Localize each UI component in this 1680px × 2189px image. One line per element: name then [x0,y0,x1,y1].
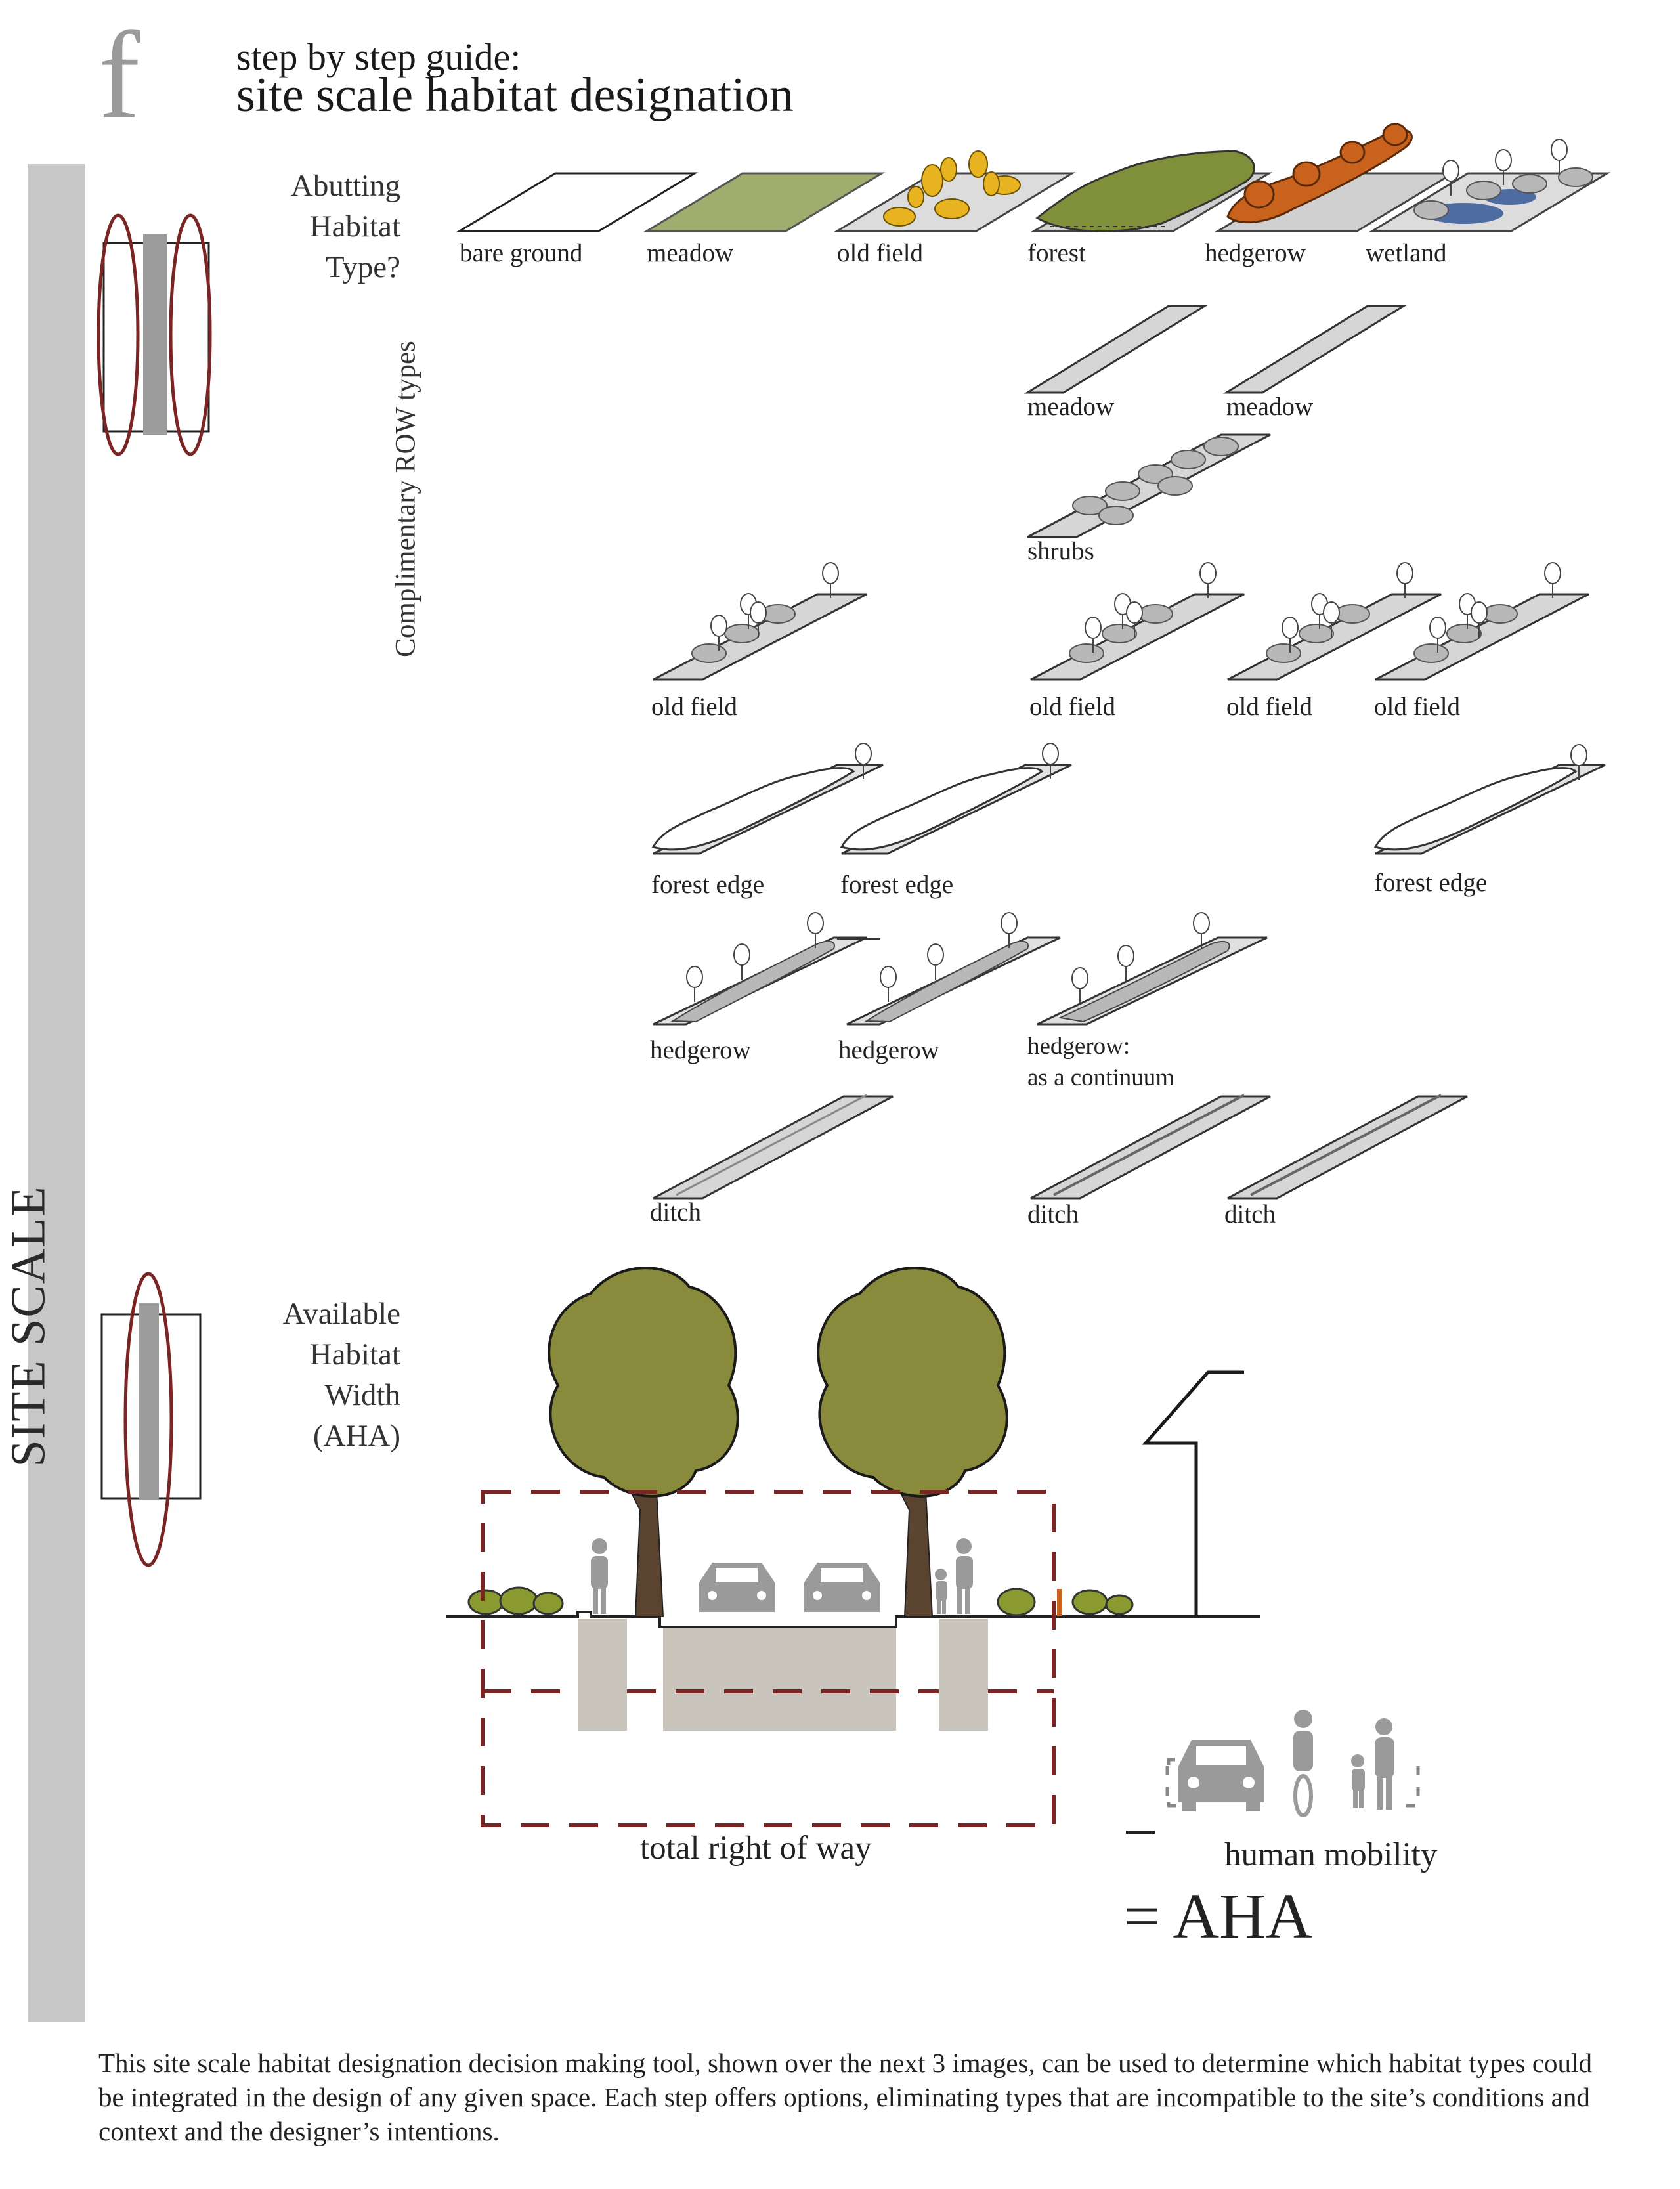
row-label-meadow: meadow [1027,393,1115,421]
aha-result: = AHA [1124,1881,1312,1952]
car-icon [699,1563,775,1612]
row-strip-old-field [1375,562,1589,681]
total-right-of-way-label: total right of way [640,1830,872,1867]
abutting-tile-meadow [643,172,886,232]
page-letter: f [98,7,140,144]
abutting-tile-hedgerow [1214,123,1457,232]
row-label-hedgerow: hedgerow [650,1036,751,1064]
row-strip-forest-edge [651,743,884,855]
abutting-label-forest: forest [1027,239,1086,267]
row-label-ditch: ditch [1224,1200,1276,1228]
corridor-plan-icon [97,213,212,456]
row-label-old-field: old field [1374,693,1461,721]
page-title: site scale habitat designation [236,68,794,122]
row-label-meadow: meadow [1226,393,1314,421]
row-strip-ditch [1030,1094,1271,1200]
tree-icon [548,1267,739,1617]
street-section [446,1267,1260,1827]
row-label-old-field: old field [1029,693,1116,721]
available-habitat-width-question: Available Habitat Width (AHA) [282,1297,400,1453]
abutting-label-bare-ground: bare ground [460,239,583,267]
page-subtitle: step by step guide: [236,35,521,78]
row-strip-old-field [653,562,867,681]
row-strip-hedgerow [653,912,880,1026]
row-label-ditch: ditch [1027,1200,1079,1228]
abutting-label-hedgerow: hedgerow [1205,239,1306,267]
row-strip-meadow [1222,305,1408,394]
abutting-tile-old-field [833,150,1076,232]
row-label-hedgerow: hedgerow [838,1036,939,1064]
abutting-label-old-field: old field [837,239,924,267]
row-strip-ditch [1227,1094,1468,1200]
shrub-icon [467,1586,564,1615]
caption: This site scale habitat designation deci… [98,2048,1592,2146]
streetlight-icon [1142,1370,1244,1616]
row-strip-hedgerow [846,912,1061,1026]
row-label-old-field: old field [1226,693,1313,721]
tree-icon [817,1267,1008,1617]
abutting-label-meadow: meadow [647,239,734,267]
abutting-tile-wetland [1368,139,1611,232]
row-label-forest-edge: forest edge [840,871,954,899]
pedestrian-icon [935,1538,973,1614]
row-strip-meadow [1023,305,1209,394]
car-icon [804,1563,880,1612]
row-label-hedgerow-continuum: hedgerow: as a continuum [1027,1033,1175,1091]
row-strip-old-field [1030,562,1245,681]
car-icon [1178,1740,1264,1811]
abutting-tile-bare-ground [456,172,699,232]
row-strip-forest-edge [1373,744,1606,855]
human-mobility-icons [1165,1710,1420,1817]
corridor-plan-icon [100,1272,202,1567]
sidebar-bar [28,164,85,2022]
row-label-forest-edge: forest edge [1374,869,1488,897]
minus-sign [1126,1831,1155,1834]
row-strip-ditch [653,1094,894,1200]
abutting-habitat-question: Abutting Habitat Type? [290,169,400,284]
row-strip-shrubs [1027,433,1271,538]
row-strip-old-field [1227,562,1442,681]
cyclist-icon [1293,1710,1313,1817]
row-label-ditch: ditch [650,1198,701,1226]
pedestrian-icon [591,1538,608,1614]
shrub-icon [1071,1589,1134,1615]
row-label-old-field: old field [651,693,738,721]
row-strip-forest-edge [840,743,1072,855]
pedestrian-icon [1351,1718,1394,1810]
human-mobility-label: human mobility [1224,1836,1438,1873]
abutting-tile-forest [1030,150,1273,232]
abutting-label-wetland: wetland [1366,239,1447,267]
shrub-icon [997,1588,1036,1616]
row-strip-hedgerow-continuum [1037,912,1268,1026]
row-label-forest-edge: forest edge [651,871,765,899]
row-label-shrubs: shrubs [1027,537,1094,565]
